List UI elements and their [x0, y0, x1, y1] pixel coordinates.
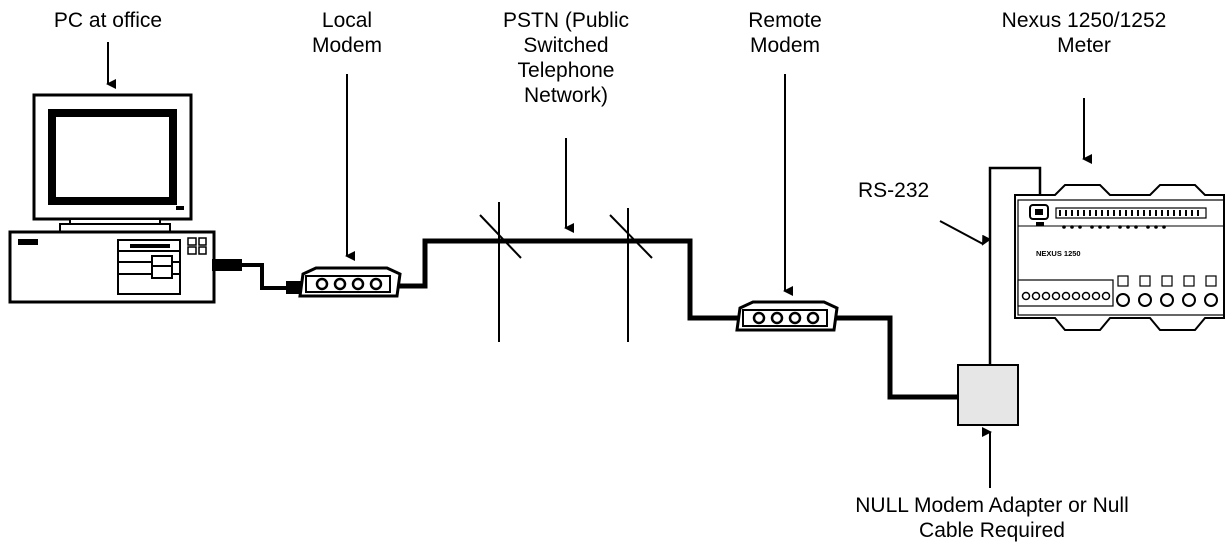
- meter-terminal-strip-top: [1055, 207, 1207, 219]
- pointer-arrows: [106, 42, 1092, 488]
- telephone-line: [398, 238, 740, 321]
- rs232-cable: [988, 166, 1042, 365]
- computer-case: [8, 230, 216, 304]
- local-modem-icon: [298, 266, 402, 298]
- meter-indicator-dots: [1062, 225, 1166, 229]
- label-pc-at-office: PC at office: [53, 9, 163, 32]
- label-pstn: PSTN (Public Switched Telephone Network): [502, 9, 630, 107]
- label-nexus-meter: Nexus 1250/1252 Meter: [1001, 9, 1167, 57]
- remote-modem-cable: [835, 315, 958, 400]
- label-remote-modem: Remote Modem: [748, 9, 822, 57]
- meter-model-text: NEXUS 1250: [1036, 249, 1081, 258]
- remote-modem-icon: [735, 300, 839, 332]
- label-rs232: RS-232: [858, 179, 930, 202]
- nexus-meter-icon: NEXUS 1250: [1014, 184, 1225, 331]
- arrow-rs232: [939, 220, 992, 246]
- label-local-modem: Local Modem: [311, 9, 383, 57]
- pc-computer-icon: [8, 93, 216, 304]
- monitor: [32, 93, 193, 233]
- meter-ct-terminals: [1116, 275, 1218, 307]
- label-null-modem: NULL Modem Adapter or Null Cable Require…: [855, 494, 1129, 542]
- pc-modem-cable: [212, 259, 302, 294]
- pstn-boundary-markers: [479, 202, 653, 342]
- null-modem-adapter: [957, 364, 1019, 426]
- meter-terminal-block-bottom: [1017, 279, 1114, 307]
